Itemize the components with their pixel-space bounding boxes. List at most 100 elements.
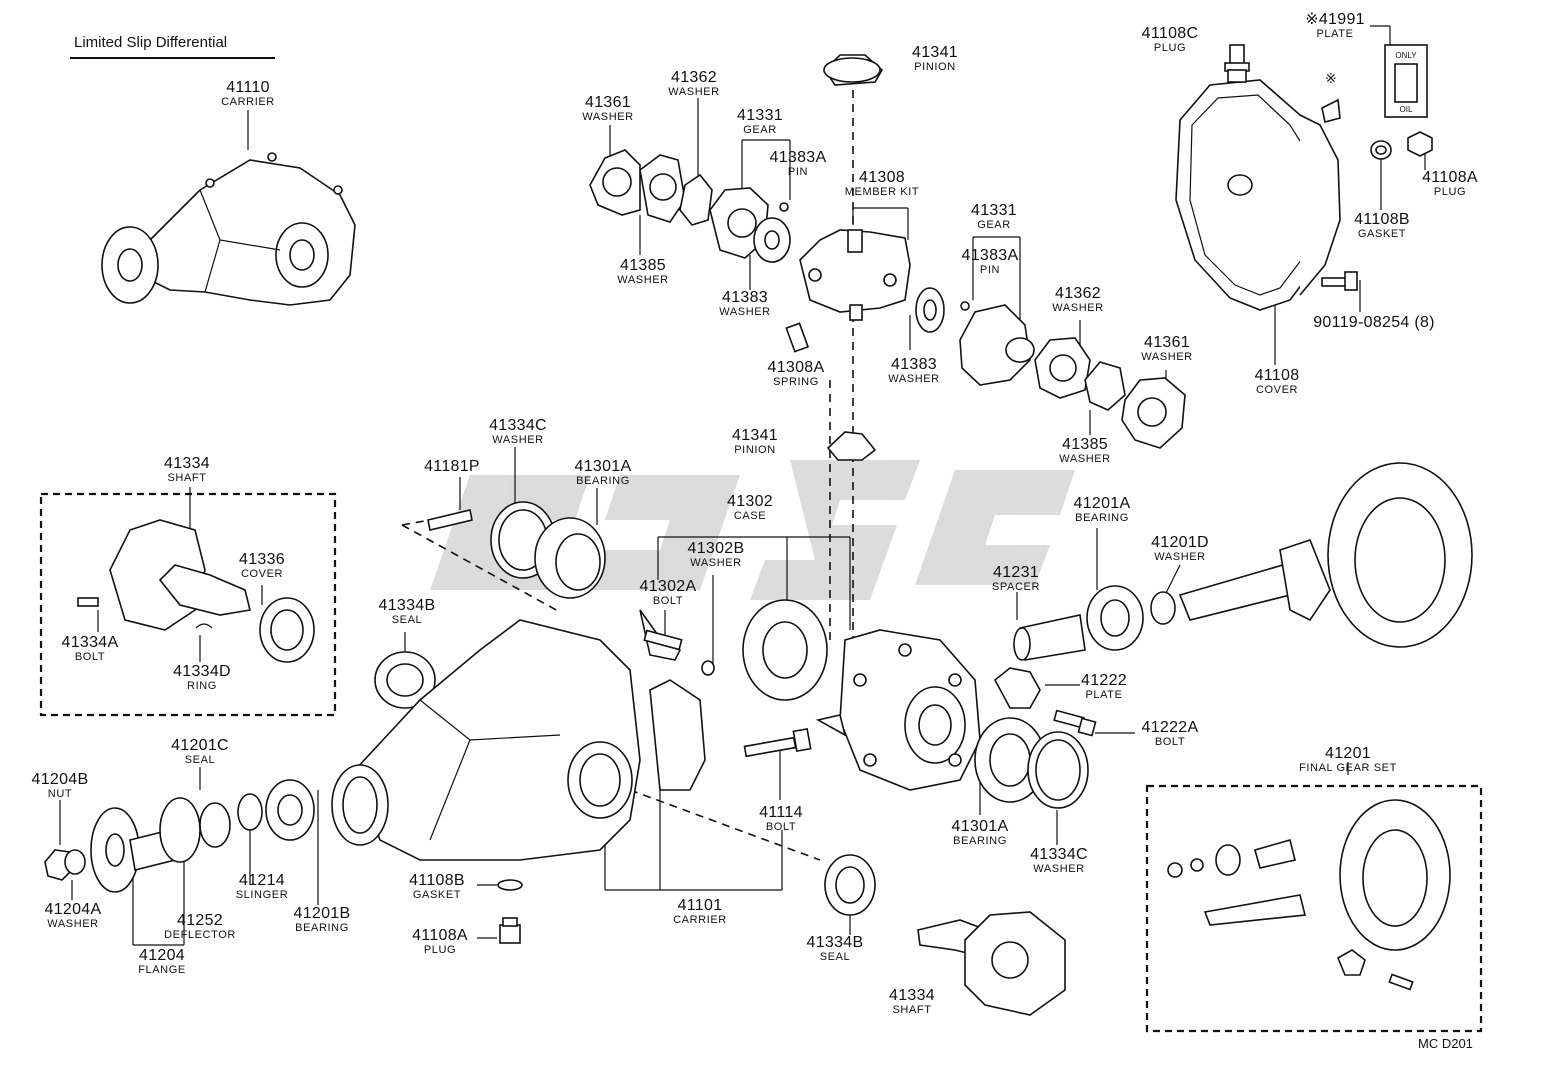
part-number: 41108B — [1354, 211, 1410, 228]
part-number: 41181P — [424, 458, 480, 475]
part-number: 90119-08254 (8) — [1313, 314, 1435, 331]
final-gear-set-drawing — [1167, 799, 1451, 991]
part-name: WASHER — [888, 373, 940, 385]
part-number: 41362 — [1054, 285, 1101, 302]
part-name: CARRIER — [673, 914, 727, 926]
part-name: CARRIER — [221, 96, 275, 108]
part-name: SPRING — [773, 376, 819, 388]
part-name: PIN — [787, 166, 809, 178]
part-number: 41334A — [61, 634, 119, 651]
assembly-axis-lines — [401, 90, 854, 861]
part-name: BEARING — [1075, 512, 1129, 524]
part-name: PLUG — [1433, 186, 1467, 198]
part-number: 41110 — [226, 79, 270, 96]
part-number: 41222 — [1081, 672, 1127, 689]
part-name: NUT — [47, 788, 73, 800]
part-name: WASHER — [690, 557, 742, 569]
part-name: SEAL — [819, 951, 851, 963]
shaft-group-box — [39, 492, 337, 717]
part-number: 41101 — [677, 897, 723, 914]
part-number: 41334 — [164, 455, 210, 472]
plate-bolt-drawing — [993, 667, 1097, 737]
part-number: 41331 — [971, 202, 1017, 219]
part-name: WASHER — [1154, 551, 1206, 563]
part-number: 41214 — [239, 872, 285, 889]
part-name: GASKET — [1357, 228, 1407, 240]
flange-stack-drawing — [44, 779, 315, 893]
part-number: 41383A — [769, 149, 827, 166]
part-name: WASHER — [492, 434, 544, 446]
part-name: WASHER — [1052, 302, 1104, 314]
part-name: DEFLECTOR — [164, 929, 236, 941]
part-number: 41301A — [574, 458, 632, 475]
part-name: BOLT — [1154, 736, 1186, 748]
part-name: BOLT — [652, 595, 684, 607]
part-number: 41252 — [176, 912, 223, 929]
part-number: 41108A — [1422, 169, 1478, 186]
part-number: 41361 — [1143, 334, 1190, 351]
part-name: FINAL GEAR SET — [1299, 762, 1397, 774]
part-name: BEARING — [576, 475, 630, 487]
part-number: 41334B — [378, 597, 436, 614]
part-name: RING — [187, 680, 217, 692]
part-number: 41308 — [858, 169, 905, 186]
final-gear-set-box — [1145, 784, 1483, 1033]
bolt-41114-drawing — [743, 728, 812, 758]
part-number: 41385 — [1061, 436, 1108, 453]
part-number: 41361 — [584, 94, 631, 111]
part-number: 41336 — [239, 551, 285, 568]
part-name: GEAR — [743, 124, 777, 136]
diagram-title: Limited Slip Differential — [74, 34, 228, 51]
part-name: PLUG — [423, 944, 457, 956]
part-name: WASHER — [617, 274, 669, 286]
part-name: SPACER — [991, 581, 1041, 593]
part-name: SEAL — [184, 754, 216, 766]
part-number: 41331 — [737, 107, 783, 124]
note-mark: ※ — [1325, 70, 1337, 86]
seal-bottom-drawing — [824, 854, 876, 916]
part-number: 41341 — [912, 44, 958, 61]
part-name: GASKET — [412, 889, 462, 901]
part-name: BEARING — [953, 835, 1007, 847]
part-name: PLATE — [1085, 689, 1123, 701]
part-number: 41204B — [31, 771, 89, 788]
part-number: 41341 — [732, 427, 778, 444]
part-number: 41334B — [806, 934, 864, 951]
part-name: WASHER — [1059, 453, 1111, 465]
part-label: 41181P — [424, 459, 480, 475]
part-name: BOLT — [74, 651, 106, 663]
part-number: 41222A — [1141, 719, 1199, 736]
part-number: 41231 — [993, 564, 1039, 581]
part-name: GEAR — [977, 219, 1011, 231]
part-number: 41204A — [44, 901, 102, 918]
